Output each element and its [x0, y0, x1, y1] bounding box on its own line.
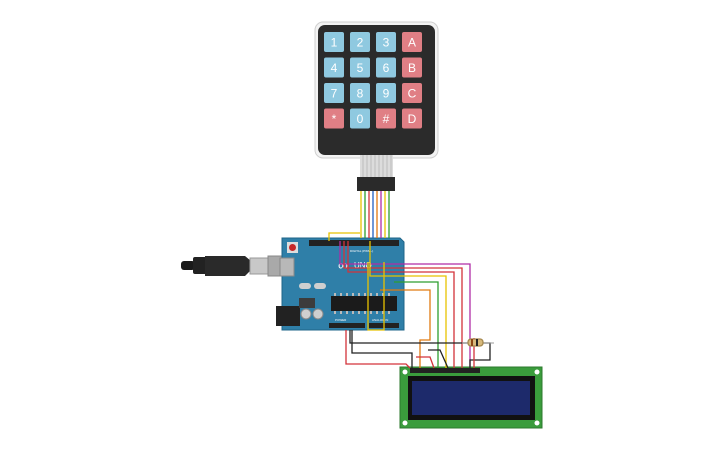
keypad-key-#[interactable]: # — [376, 108, 396, 129]
key-label: 7 — [331, 87, 338, 101]
analog-label: ANALOG IN — [372, 318, 388, 322]
key-face — [376, 32, 396, 52]
key-face — [350, 57, 370, 78]
keypad-connector[interactable] — [357, 177, 395, 191]
key-face — [324, 57, 344, 78]
keypad-key-4[interactable]: 4 — [324, 57, 344, 78]
keypad[interactable]: 1 2 3 A 4 5 6 B 7 8 9 C * 0 # D — [314, 21, 439, 159]
key-face — [376, 108, 396, 129]
key-label: 2 — [357, 36, 364, 50]
key-label: 5 — [357, 61, 364, 75]
keypad-key-0[interactable]: 0 — [350, 108, 370, 129]
key-label: B — [408, 61, 416, 75]
keypad-key-*[interactable]: * — [324, 108, 344, 129]
arduino-brand: UNO — [354, 261, 372, 270]
usb-cable[interactable] — [181, 255, 293, 277]
keypad-key-2[interactable]: 2 — [350, 32, 370, 52]
keypad-key-9[interactable]: 9 — [376, 83, 396, 103]
key-face — [402, 32, 422, 52]
key-label: 8 — [357, 87, 364, 101]
digital-label: DIGITAL (PWM~) — [350, 249, 373, 253]
key-face — [350, 32, 370, 52]
key-face — [324, 108, 344, 129]
keypad-keys: 1 2 3 A 4 5 6 B 7 8 9 C * 0 # D — [324, 32, 422, 129]
key-label: 4 — [331, 61, 338, 75]
keypad-key-1[interactable]: 1 — [324, 32, 344, 52]
key-face — [350, 83, 370, 103]
key-label: C — [408, 87, 417, 101]
keypad-key-8[interactable]: 8 — [350, 83, 370, 103]
wires[interactable] — [328, 191, 494, 369]
key-face — [350, 108, 370, 129]
key-face — [376, 83, 396, 103]
keypad-key-6[interactable]: 6 — [376, 57, 396, 78]
key-face — [324, 32, 344, 52]
keypad-key-5[interactable]: 5 — [350, 57, 370, 78]
arduino-logo: ∞ — [338, 257, 348, 273]
power-header — [329, 323, 365, 328]
digital-header — [309, 240, 399, 246]
arduino-uno-board[interactable]: ∞ UNO POWER ANALOG IN DIGITAL (PWM~) — [276, 237, 405, 331]
key-label: # — [383, 112, 390, 126]
key-face — [402, 83, 422, 103]
lcd-pin-header — [410, 368, 480, 373]
atmega-chip — [331, 296, 397, 311]
keypad-key-A[interactable]: A — [402, 32, 422, 52]
usb-jack — [279, 257, 295, 277]
keypad-wires[interactable] — [360, 191, 390, 238]
keypad-key-B[interactable]: B — [402, 57, 422, 78]
key-label: 3 — [383, 36, 390, 50]
lcd-16x2[interactable] — [399, 366, 543, 429]
power-label: POWER — [335, 318, 347, 322]
key-face — [402, 108, 422, 129]
keypad-key-C[interactable]: C — [402, 83, 422, 103]
key-label: D — [408, 112, 417, 126]
key-label: 6 — [383, 61, 390, 75]
resistor[interactable] — [462, 338, 494, 347]
key-label: A — [408, 36, 416, 50]
key-face — [376, 57, 396, 78]
keypad-key-D[interactable]: D — [402, 108, 422, 129]
power-jack — [276, 306, 300, 326]
key-face — [402, 57, 422, 78]
keypad-key-7[interactable]: 7 — [324, 83, 344, 103]
key-face — [324, 83, 344, 103]
lcd-wires[interactable] — [328, 232, 491, 369]
key-label: 9 — [383, 87, 390, 101]
keypad-key-3[interactable]: 3 — [376, 32, 396, 52]
key-label: 1 — [331, 36, 338, 50]
lcd-screen — [412, 381, 530, 415]
key-label: * — [332, 112, 337, 126]
key-label: 0 — [357, 112, 364, 126]
keypad-ribbon — [360, 155, 393, 177]
